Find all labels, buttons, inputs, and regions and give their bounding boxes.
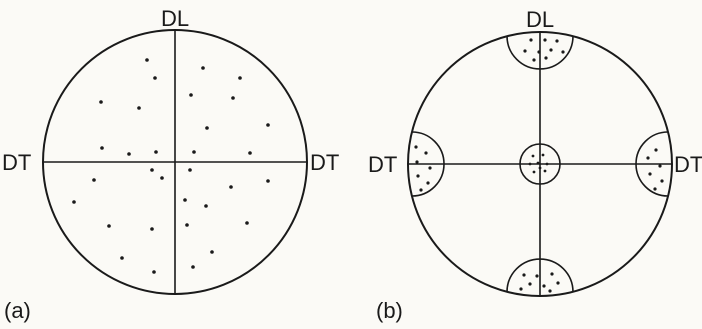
pole-figure-a-left-label: DT bbox=[2, 150, 31, 175]
pole-figure-b-point bbox=[532, 170, 536, 174]
pole-figure-b-point bbox=[426, 181, 430, 185]
pole-figure-a-point bbox=[154, 150, 158, 154]
pole-figure-a-point bbox=[248, 151, 252, 155]
pole-figure-b-top-label: DL bbox=[526, 7, 554, 32]
panel-label-b: (b) bbox=[376, 298, 403, 323]
pole-figure-b-point bbox=[561, 50, 565, 54]
pole-figure-a-point bbox=[183, 198, 187, 202]
pole-figure-a-point bbox=[152, 270, 156, 274]
pole-figure-b-point bbox=[549, 48, 553, 52]
pole-figure-a-point bbox=[201, 66, 205, 70]
pole-figure-a-points bbox=[72, 58, 270, 274]
pole-figure-a-point bbox=[107, 224, 111, 228]
pole-figure-a-point bbox=[150, 227, 154, 231]
pole-figure-a-point bbox=[204, 204, 208, 208]
pole-figure-b-point bbox=[648, 172, 652, 176]
pole-figure-b-point bbox=[556, 281, 560, 285]
pole-figure-b-point bbox=[653, 187, 657, 191]
pole-figure-b-point bbox=[544, 56, 548, 60]
pole-figure-a-point bbox=[229, 185, 233, 189]
pole-figure-a-point bbox=[188, 168, 192, 172]
pole-figure-a-point bbox=[189, 93, 193, 97]
pole-figure-a-point bbox=[137, 106, 141, 110]
pole-figure-b-point bbox=[543, 169, 547, 173]
pole-figure-b-point bbox=[415, 160, 419, 164]
pole-figure-b-point bbox=[660, 179, 664, 183]
pole-figure-a: DL DT DT (a) bbox=[2, 6, 339, 323]
pole-figure-b-right-cluster bbox=[635, 131, 669, 197]
pole-figure-b-point bbox=[428, 166, 432, 170]
pole-figure-b-point bbox=[535, 274, 539, 278]
pole-figure-a-point bbox=[160, 176, 164, 180]
pole-figure-b-point bbox=[532, 58, 536, 62]
pole-figure-b-point bbox=[522, 273, 526, 277]
pole-figure-a-point bbox=[150, 168, 154, 172]
pole-figure-a-point bbox=[245, 221, 249, 225]
pole-figure-a-point bbox=[153, 76, 157, 80]
pole-figure-b-center-cluster bbox=[519, 143, 561, 185]
pole-figure-b-point bbox=[543, 38, 547, 42]
pole-figure-b-point bbox=[519, 287, 523, 291]
pole-figure-b-left-cluster bbox=[411, 131, 445, 197]
pole-figure-b-point bbox=[548, 289, 552, 293]
pole-figure-b-point bbox=[528, 282, 532, 286]
pole-figure-b-point bbox=[414, 145, 418, 149]
pole-figure-a-point bbox=[92, 178, 96, 182]
pole-figure-b-point bbox=[654, 148, 658, 152]
pole-figure-b-point bbox=[523, 49, 527, 53]
pole-figure-a-right-label: DT bbox=[310, 150, 339, 175]
pole-figure-b-point bbox=[658, 164, 662, 168]
pole-figure-b-points bbox=[414, 38, 664, 293]
pole-figure-b-point bbox=[538, 166, 542, 170]
pole-figure-a-point bbox=[191, 265, 195, 269]
pole-figure-b-top-cluster bbox=[506, 35, 574, 70]
pole-figure-b-point bbox=[542, 284, 546, 288]
pole-figure-b-point bbox=[550, 272, 554, 276]
pole-figure-a-point bbox=[99, 100, 103, 104]
panel-label-a: (a) bbox=[4, 298, 31, 323]
pole-figure-a-point bbox=[231, 96, 235, 100]
pole-figure-b-point bbox=[419, 188, 423, 192]
pole-figure-b: DL DT DT (b) bbox=[368, 7, 702, 323]
pole-figure-a-point bbox=[205, 126, 209, 130]
pole-figure-b-point bbox=[528, 162, 532, 166]
pole-figure-b-point bbox=[416, 174, 420, 178]
pole-figure-a-point bbox=[210, 250, 214, 254]
pole-figure-b-point bbox=[424, 151, 428, 155]
pole-figure-a-point bbox=[127, 152, 131, 156]
pole-figure-b-point bbox=[536, 161, 540, 165]
pole-figure-b-point bbox=[537, 50, 541, 54]
pole-figure-b-point bbox=[545, 162, 549, 166]
pole-figure-a-point bbox=[238, 76, 242, 80]
pole-figure-b-point bbox=[646, 156, 650, 160]
pole-figure-b-point bbox=[531, 154, 535, 158]
pole-figure-a-point bbox=[100, 146, 104, 150]
pole-figure-b-point bbox=[529, 38, 533, 42]
pole-figure-b-point bbox=[541, 153, 545, 157]
pole-figure-a-point bbox=[192, 150, 196, 154]
pole-figure-b-right-label: DT bbox=[674, 152, 702, 177]
pole-figure-a-point bbox=[185, 223, 189, 227]
pole-figure-a-point bbox=[266, 179, 270, 183]
pole-figure-a-point bbox=[266, 123, 270, 127]
pole-figure-a-point bbox=[72, 200, 76, 204]
pole-figure-b-point bbox=[555, 39, 559, 43]
pole-figure-b-bottom-cluster bbox=[506, 258, 574, 293]
pole-figure-b-left-label: DT bbox=[368, 152, 397, 177]
pole-figure-a-top-label: DL bbox=[161, 6, 189, 31]
pole-figure-a-point bbox=[120, 256, 124, 260]
pole-figure-a-point bbox=[145, 58, 149, 62]
